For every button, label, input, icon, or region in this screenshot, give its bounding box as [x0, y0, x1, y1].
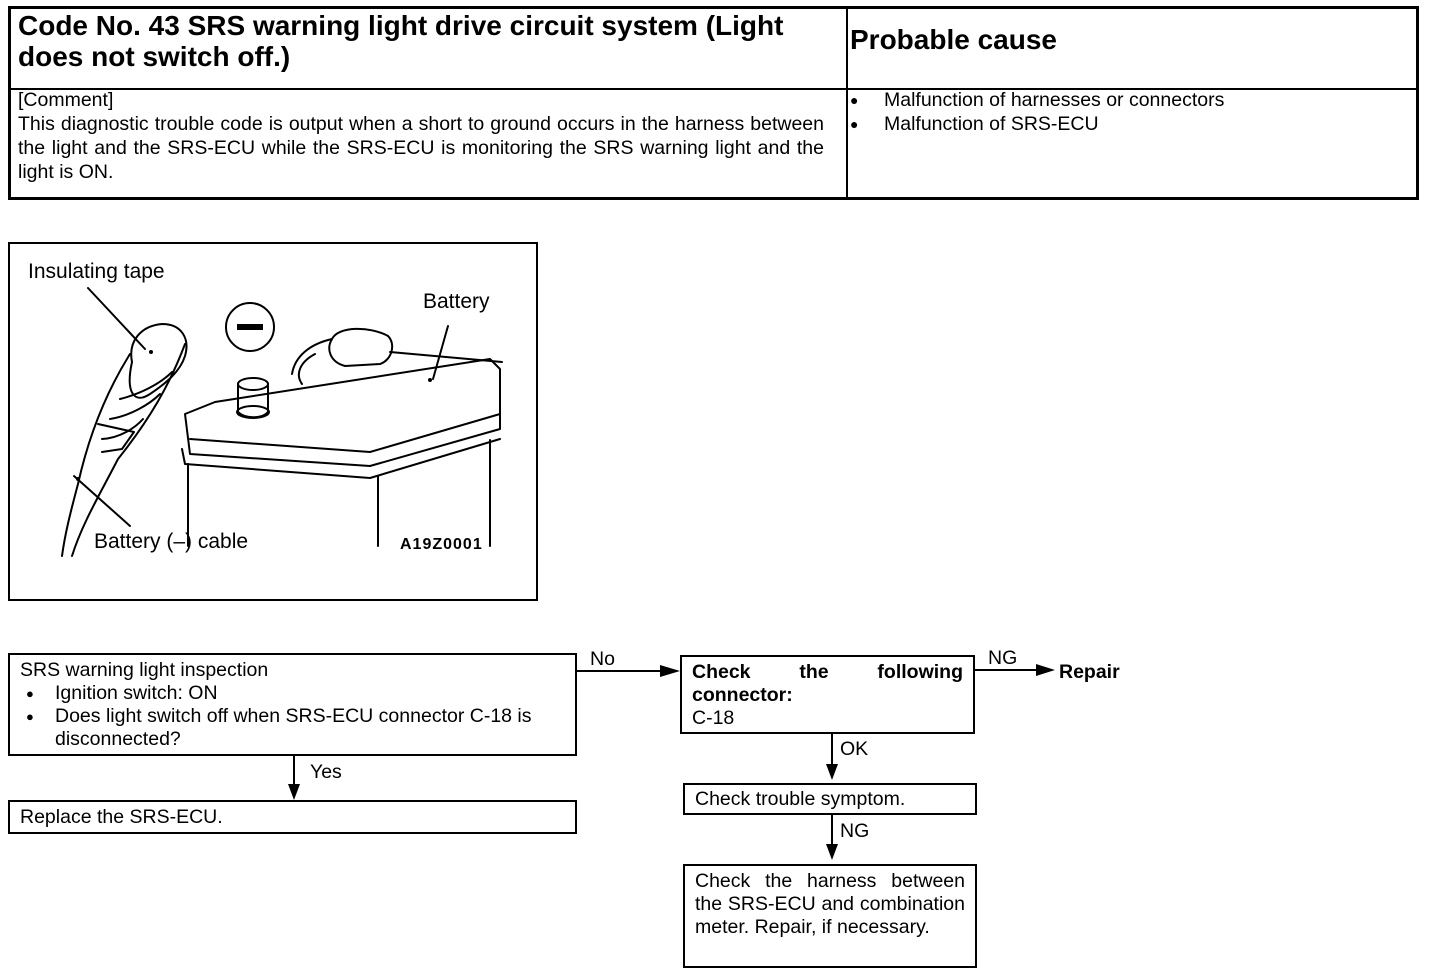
battery-illustration: Insulating tape Battery Battery (–) cabl…: [8, 242, 538, 601]
ng-repair-arrow-head: [1036, 664, 1055, 676]
no-label: No: [590, 648, 615, 670]
battery-cable-label: Battery (–) cable: [94, 530, 249, 553]
battery-label: Battery: [423, 290, 490, 313]
figure-number: A19Z0001: [400, 536, 483, 553]
insulating-tape-wrap: [128, 323, 188, 399]
no-arrow-head: [660, 665, 680, 677]
probable-cause-item: Malfunction of harnesses or connectors: [850, 88, 1390, 112]
battery-drawing: [61, 287, 503, 557]
probable-cause-item: Malfunction of SRS-ECU: [850, 112, 1390, 136]
inspection-item: Ignition switch: ON: [20, 682, 565, 705]
ok-arrow-head: [826, 764, 838, 780]
probable-cause-title: Probable cause: [850, 24, 1057, 55]
probable-cause-list: Malfunction of harnesses or connectors M…: [850, 88, 1390, 136]
replace-ecu-box: Replace the SRS-ECU.: [8, 800, 577, 834]
table-row-divider: [11, 88, 1416, 90]
check-connector-box: Check the following connector: C-18: [680, 655, 975, 734]
insulating-tape-label: Insulating tape: [28, 260, 165, 283]
check-symptom-box: Check trouble symptom.: [683, 783, 977, 815]
inspection-list: Ignition switch: ON Does light switch of…: [20, 682, 565, 751]
yes-arrow-head: [288, 784, 300, 800]
battery-leader-line: [432, 325, 449, 380]
repair-label: Repair: [1059, 661, 1120, 683]
yes-label: Yes: [310, 761, 342, 783]
code-title: Code No. 43 SRS warning light drive circ…: [18, 10, 784, 72]
tape-leader-line: [87, 287, 146, 350]
ok-label: OK: [840, 738, 869, 760]
comment-body: This diagnostic trouble code is output w…: [18, 113, 824, 183]
negative-symbol-circle: [225, 302, 275, 352]
comment-section: [Comment] This diagnostic trouble code i…: [18, 88, 824, 184]
ng-label-harness: NG: [840, 820, 870, 842]
connector-id: C-18: [692, 707, 735, 729]
table-column-divider: [846, 9, 848, 197]
diagnostic-code-table: [8, 6, 1419, 200]
cable-leader-line: [73, 475, 131, 527]
check-connector-text: Check the following connector:: [692, 661, 963, 706]
minus-bar: [237, 324, 263, 330]
inspection-item: Does light switch off when SRS-ECU conne…: [20, 705, 565, 751]
battery-top: [184, 358, 501, 467]
inspection-box: SRS warning light inspection Ignition sw…: [8, 653, 577, 756]
comment-heading: [Comment]: [18, 89, 114, 111]
inspection-title: SRS warning light inspection: [20, 659, 269, 681]
ng-label-repair: NG: [988, 647, 1018, 669]
ng-harness-arrow-head: [826, 844, 838, 860]
check-harness-box: Check the harness between the SRS-ECU an…: [683, 864, 977, 968]
